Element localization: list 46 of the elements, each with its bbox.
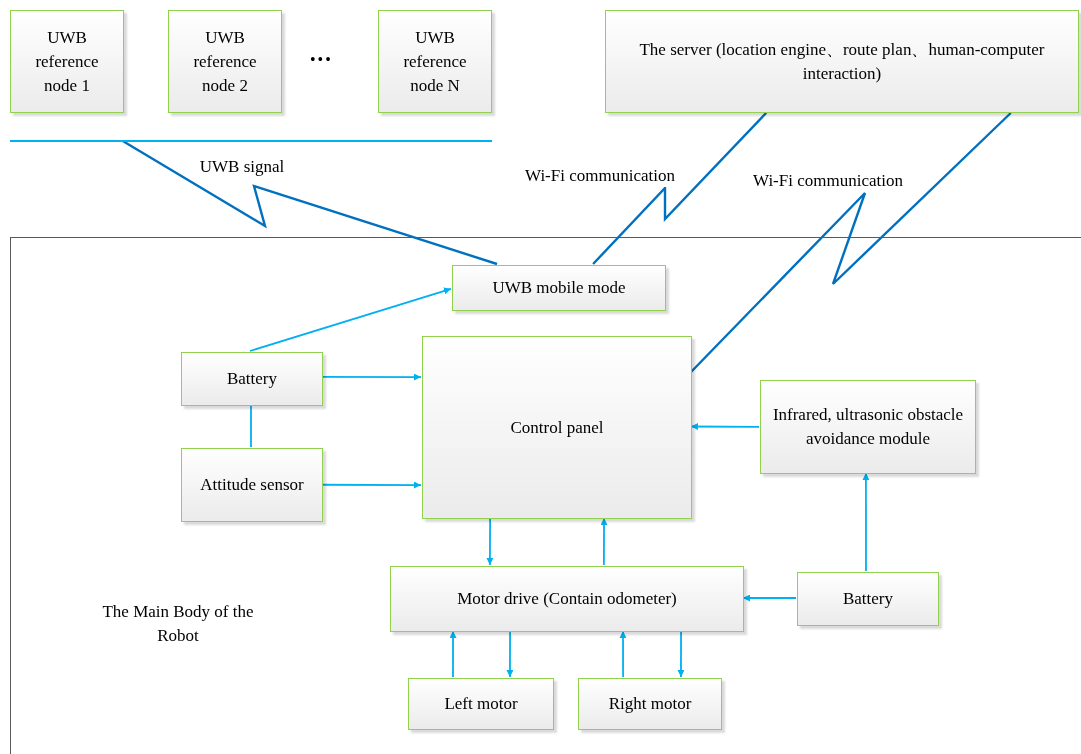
- arrow: [742, 594, 797, 602]
- arrow: [449, 630, 457, 678]
- block-box: [605, 10, 1079, 113]
- block-box: [452, 265, 666, 311]
- signal-zigzag-line: [122, 139, 498, 266]
- block-label: Attitude sensor: [200, 474, 304, 496]
- block-label: Left motor: [444, 693, 518, 715]
- signal-bus-line: [10, 140, 492, 142]
- arrow: [506, 630, 514, 678]
- signal-zigzag-line: [690, 112, 1012, 373]
- ellipsis-mark: •••: [310, 50, 333, 70]
- block-label: Right motor: [608, 693, 692, 715]
- arrow: [600, 517, 608, 566]
- block-label: Control panel: [510, 416, 604, 439]
- block-label: Infrared, ultrasonic obstacle avoidance module: [771, 404, 965, 450]
- block-label: Motor drive (Contain odometer): [457, 588, 677, 610]
- arrow: [677, 630, 685, 678]
- frame-title: The Main Body of the Robot: [101, 601, 255, 647]
- arrow: [486, 517, 494, 566]
- block-box: [10, 10, 124, 113]
- signal-zigzag-line: [592, 112, 768, 265]
- block-box: [390, 566, 744, 632]
- robot-body-frame: [10, 237, 1081, 754]
- block-box: [578, 678, 722, 730]
- block-label: UWB mobile mode: [492, 277, 626, 299]
- block-box: [408, 678, 554, 730]
- block-box: [797, 572, 939, 626]
- block-box: [181, 448, 323, 522]
- block-label: Battery: [226, 368, 277, 390]
- block-label: UWB reference node 2: [192, 26, 258, 97]
- arrow: [690, 423, 760, 431]
- block-box: [168, 10, 282, 113]
- block-label: Battery: [842, 588, 893, 610]
- arrow: [249, 287, 452, 352]
- block-box: [181, 352, 323, 406]
- block-box: [422, 336, 692, 519]
- connector-line: [250, 404, 252, 448]
- arrow: [862, 472, 870, 572]
- block-label: UWB reference node N: [402, 26, 468, 97]
- block-label: The server (location engine、route plan、human-computer interaction): [638, 38, 1046, 85]
- block-box: [378, 10, 492, 113]
- block-label: UWB reference node 1: [34, 26, 100, 97]
- block-box: [760, 380, 976, 474]
- arrow: [619, 630, 627, 678]
- arrow: [321, 373, 422, 381]
- arrow: [321, 481, 422, 489]
